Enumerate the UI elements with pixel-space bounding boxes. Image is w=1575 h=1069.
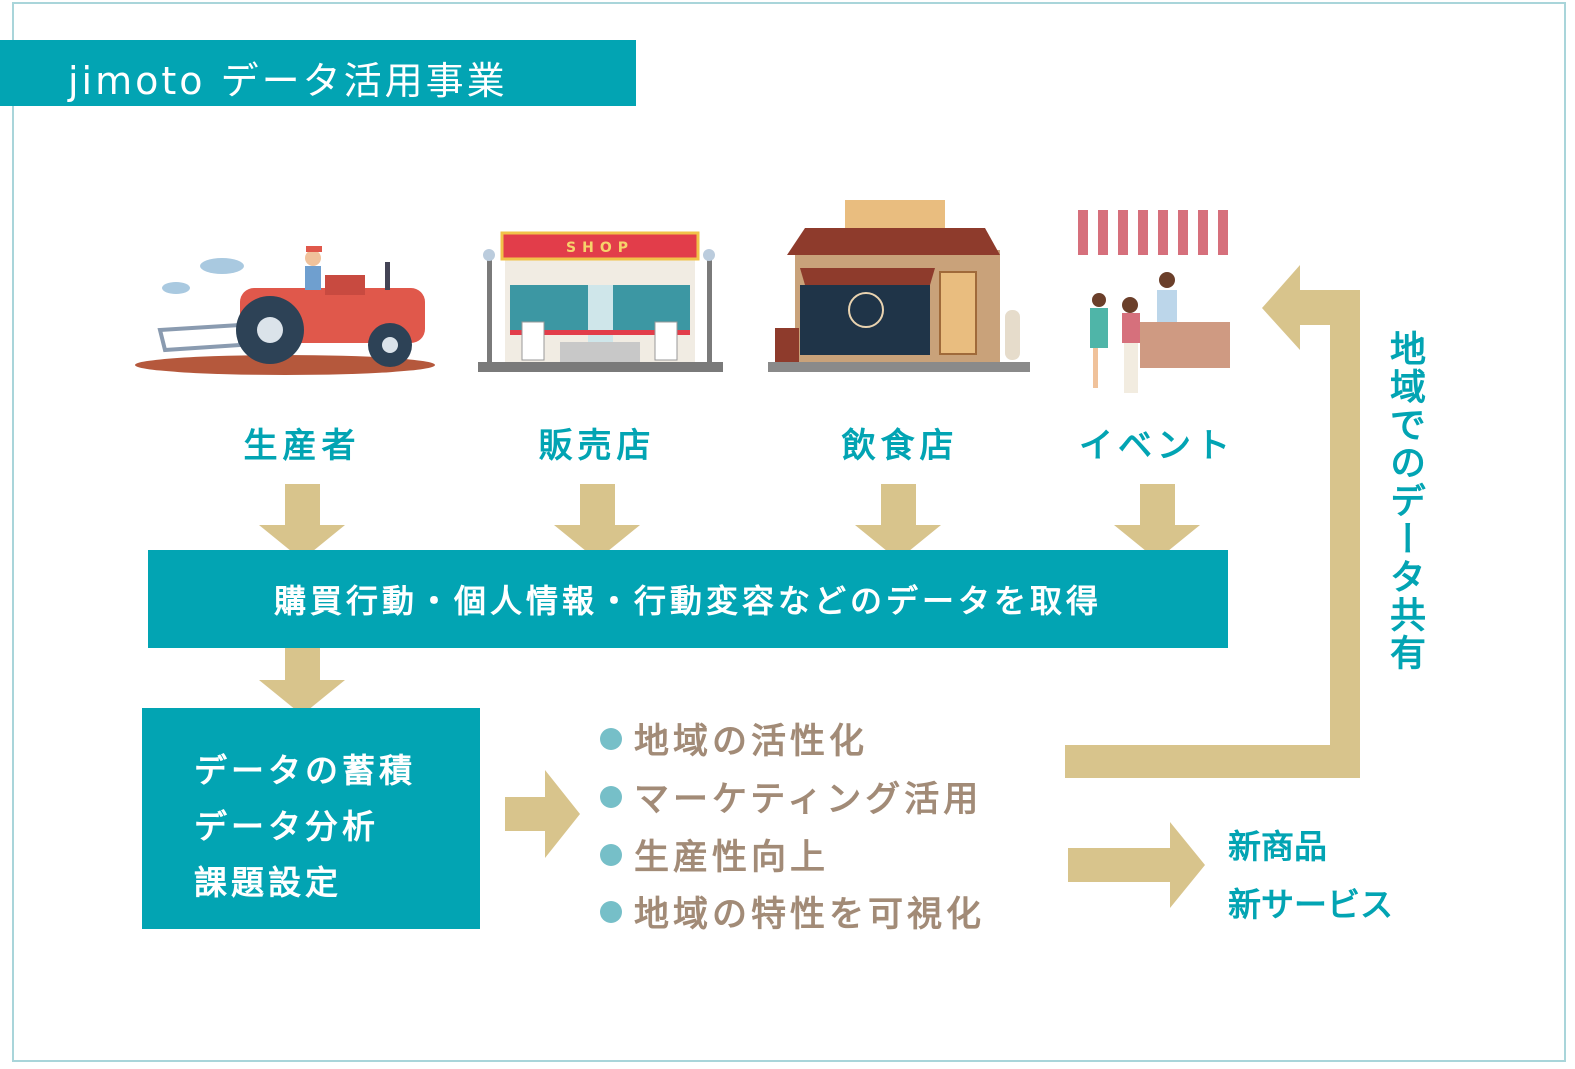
- label-producer: 生産者: [243, 426, 361, 466]
- cafe-illustration: [768, 200, 1030, 372]
- bullet-icon: [600, 900, 622, 923]
- farmer-tractor-illustration: [135, 246, 435, 375]
- label-shop: 販売店: [538, 426, 656, 466]
- new-product-label: 新商品: [1228, 827, 1327, 866]
- right-arrow-analysis: [505, 770, 580, 858]
- shop-sign: SHOP: [566, 240, 634, 256]
- outcome-text: マーケティング活用: [634, 780, 983, 820]
- shop-illustration: SHOP: [478, 231, 723, 372]
- page-title: jimoto データ活用事業: [68, 59, 508, 103]
- bullet-icon: [600, 843, 622, 866]
- title-bar: [0, 40, 636, 106]
- outcome-item: 生産性向上: [600, 829, 829, 880]
- down-arrow-event: [1114, 484, 1200, 560]
- analysis-line: データの蓄積: [194, 751, 416, 790]
- label-event: イベント: [1079, 426, 1235, 466]
- event-stall-illustration: [1078, 210, 1230, 393]
- outcome-text: 地域の特性を可視化: [634, 895, 986, 935]
- outcome-text: 地域の活性化: [634, 722, 869, 762]
- outcome-item: 地域の特性を可視化: [600, 886, 985, 937]
- feedback-arrow: [1065, 265, 1360, 778]
- data-collection-text: 購買行動・個人情報・行動変容などのデータを取得: [273, 582, 1102, 620]
- bullet-icon: [600, 727, 622, 750]
- down-arrow-shop: [554, 484, 640, 560]
- analysis-line: 課題設定: [194, 863, 342, 902]
- bullet-icon: [600, 785, 622, 808]
- new-service-label: 新サービス: [1228, 885, 1393, 924]
- outcome-text: 生産性向上: [634, 838, 830, 878]
- data-collection-banner: 購買行動・個人情報・行動変容などのデータを取得: [148, 550, 1228, 648]
- analysis-box: データの蓄積 データ分析 課題設定: [142, 708, 480, 929]
- down-arrow-collection: [259, 640, 345, 715]
- analysis-line: データ分析: [194, 807, 379, 846]
- right-arrow-products: [1068, 822, 1205, 908]
- down-arrow-restaurant: [855, 484, 941, 560]
- outcome-item: 地域の活性化: [600, 713, 868, 764]
- down-arrow-producer: [259, 484, 345, 560]
- data-sharing-label: 地域でのデータ共有: [1384, 330, 1425, 672]
- outcome-item: マーケティング活用: [600, 771, 982, 822]
- diagram-frame: [12, 2, 1566, 1062]
- label-restaurant: 飲食店: [841, 426, 959, 466]
